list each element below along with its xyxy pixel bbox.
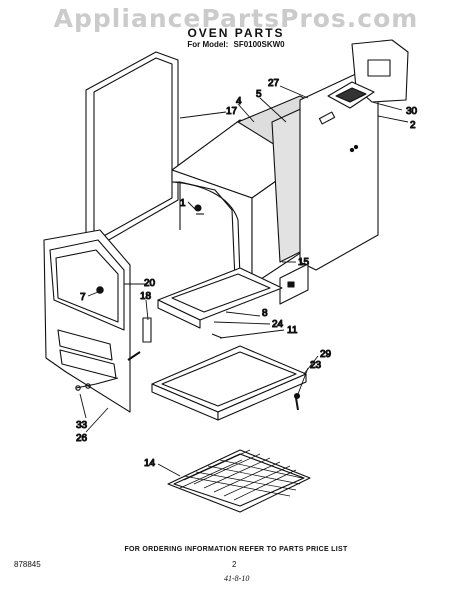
callout-24: 24 xyxy=(272,319,284,330)
callout-27: 27 xyxy=(268,78,280,89)
callout-29: 29 xyxy=(320,349,332,360)
door-rod xyxy=(127,351,141,361)
leader-lines xyxy=(79,85,409,477)
date-note: 41-8-10 xyxy=(224,574,250,583)
door-inner-panel xyxy=(43,229,131,413)
oven-bottom-8-24 xyxy=(157,267,283,329)
callout-8: 8 xyxy=(262,308,268,319)
vent-frame xyxy=(327,81,375,109)
callout-18: 18 xyxy=(140,291,152,302)
plate-15 xyxy=(279,263,309,305)
callout-20: 20 xyxy=(144,278,156,289)
callout-33: 33 xyxy=(76,420,88,431)
callout-15: 15 xyxy=(298,257,310,268)
model-line: For Model: SF0100SKW0 xyxy=(0,40,472,49)
model-number: SF0100SKW0 xyxy=(233,40,285,49)
reference-code: 878845 xyxy=(14,560,41,569)
model-prefix: For Model: xyxy=(187,40,229,49)
latch-18 xyxy=(142,317,152,343)
callout-2: 2 xyxy=(410,120,416,131)
broiler-tray-29-23 xyxy=(151,345,307,421)
callout-1: 1 xyxy=(180,198,186,209)
diagram-title: OVEN PARTS xyxy=(187,26,285,40)
oven-rack-14 xyxy=(167,449,311,513)
callout-30: 30 xyxy=(406,106,418,117)
callout-5: 5 xyxy=(256,89,262,100)
callout-7: 7 xyxy=(80,292,86,303)
callout-26: 26 xyxy=(76,433,88,444)
watermark: AppliancePartsPros.com xyxy=(53,4,419,33)
callout-4: 4 xyxy=(236,96,242,107)
callout-14: 14 xyxy=(144,458,156,469)
hinge-33-26 xyxy=(75,377,119,391)
panel-17 xyxy=(85,51,179,246)
page-number: 2 xyxy=(232,560,237,569)
screw-11 xyxy=(211,333,223,339)
callout-11: 11 xyxy=(287,325,298,336)
ordering-note: FOR ORDERING INFORMATION REFER TO PARTS … xyxy=(124,546,348,553)
callout-17: 17 xyxy=(226,106,238,117)
callout-23: 23 xyxy=(310,360,322,371)
